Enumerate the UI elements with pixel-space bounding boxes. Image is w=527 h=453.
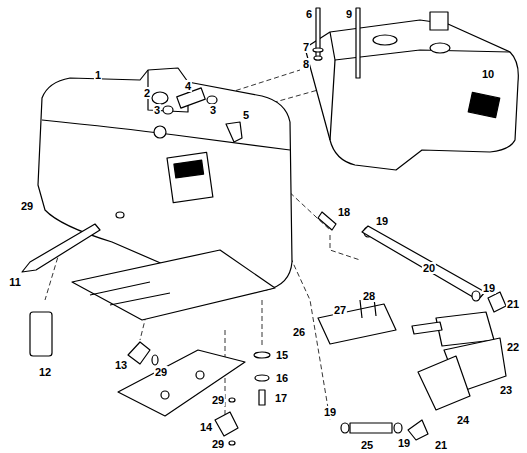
mounting-plate-stroke xyxy=(161,391,169,399)
callout-number: 29 xyxy=(211,438,225,450)
hardware-stroke xyxy=(128,342,150,364)
hardware-stroke xyxy=(207,96,217,104)
callout-number: 19 xyxy=(375,215,389,227)
hardware-stroke xyxy=(215,412,238,436)
hardware-stroke xyxy=(255,375,269,381)
hardware-stroke xyxy=(163,106,173,114)
hardware-stroke xyxy=(472,291,480,301)
hardware-stroke xyxy=(418,356,470,410)
callout-number: 29 xyxy=(154,366,168,378)
callout-number: 28 xyxy=(362,290,376,302)
callout-number: 29 xyxy=(211,394,225,406)
reservoir-tank-stroke xyxy=(430,43,450,53)
callout-number: 4 xyxy=(184,80,192,92)
callout-number: 24 xyxy=(456,414,470,426)
callout-number: 23 xyxy=(499,384,513,396)
hardware-stroke xyxy=(314,56,322,60)
callout-number: 6 xyxy=(305,8,313,20)
callout-number: 5 xyxy=(242,109,250,121)
hardware-stroke xyxy=(152,92,168,104)
callout-number: 2 xyxy=(143,87,151,99)
callout-number: 11 xyxy=(8,276,22,288)
hardware xyxy=(22,8,506,445)
callout-number: 22 xyxy=(506,341,520,353)
callout-number: 29 xyxy=(20,200,34,212)
hardware-stroke xyxy=(350,423,392,433)
fuel-tank-stroke xyxy=(167,152,213,202)
hardware-stroke xyxy=(116,212,124,218)
mounting-plate-stroke xyxy=(196,371,204,379)
callout-number: 12 xyxy=(38,366,52,378)
hardware-stroke xyxy=(318,212,336,230)
callout-number: 27 xyxy=(333,304,347,316)
hardware-stroke xyxy=(341,423,349,433)
mounting-plate xyxy=(72,250,275,416)
callout-number: 9 xyxy=(345,8,353,20)
hardware-stroke xyxy=(488,292,506,312)
callout-number: 25 xyxy=(360,439,374,451)
callout-number: 13 xyxy=(114,359,128,371)
hardware-stroke xyxy=(356,8,360,78)
hardware-stroke xyxy=(30,312,52,356)
hardware-stroke xyxy=(229,441,235,445)
hardware-stroke xyxy=(254,352,270,358)
callout-number: 21 xyxy=(506,298,520,310)
reservoir-tank-stroke xyxy=(468,92,500,117)
callout-number: 10 xyxy=(481,68,495,80)
hardware-stroke xyxy=(362,226,485,300)
callout-number: 19 xyxy=(482,282,496,294)
callout-number: 15 xyxy=(275,349,289,361)
reservoir-tank xyxy=(305,12,518,170)
hardware-stroke xyxy=(318,304,396,344)
hardware-stroke xyxy=(412,322,442,334)
callout-number: 19 xyxy=(397,437,411,449)
callout-number: 26 xyxy=(292,326,306,338)
callout-number: 20 xyxy=(422,262,436,274)
callout-number: 21 xyxy=(434,439,448,451)
callout-number: 3 xyxy=(209,104,217,116)
callout-number: 1 xyxy=(94,69,102,81)
reservoir-tank-stroke xyxy=(330,60,335,140)
fuel-tank-stroke xyxy=(42,120,290,150)
hardware-stroke xyxy=(22,224,100,272)
callout-number: 3 xyxy=(153,104,161,116)
leader-lines-stroke xyxy=(262,300,263,345)
fuel-tank-stroke xyxy=(174,160,204,178)
callout-number: 7 xyxy=(302,41,310,53)
hardware-stroke xyxy=(394,423,402,433)
hardware-stroke xyxy=(226,122,242,142)
callout-number: 17 xyxy=(274,392,288,404)
reservoir-tank-stroke xyxy=(373,35,397,45)
hardware-stroke xyxy=(259,390,265,405)
fuel-tank-stroke xyxy=(154,126,166,138)
reservoir-tank-stroke xyxy=(430,12,448,30)
callout-number: 18 xyxy=(337,206,351,218)
callout-number: 16 xyxy=(275,372,289,384)
mounting-plate-stroke xyxy=(90,282,170,305)
leader-lines-stroke xyxy=(330,235,360,260)
hardware-stroke xyxy=(229,398,235,402)
callout-number: 8 xyxy=(302,58,310,70)
hardware-stroke xyxy=(152,355,158,365)
callout-number: 14 xyxy=(199,421,213,433)
callout-number: 19 xyxy=(323,406,337,418)
hardware-stroke xyxy=(313,48,323,52)
mounting-plate-stroke xyxy=(72,250,275,320)
reservoir-tank-stroke xyxy=(305,20,518,170)
